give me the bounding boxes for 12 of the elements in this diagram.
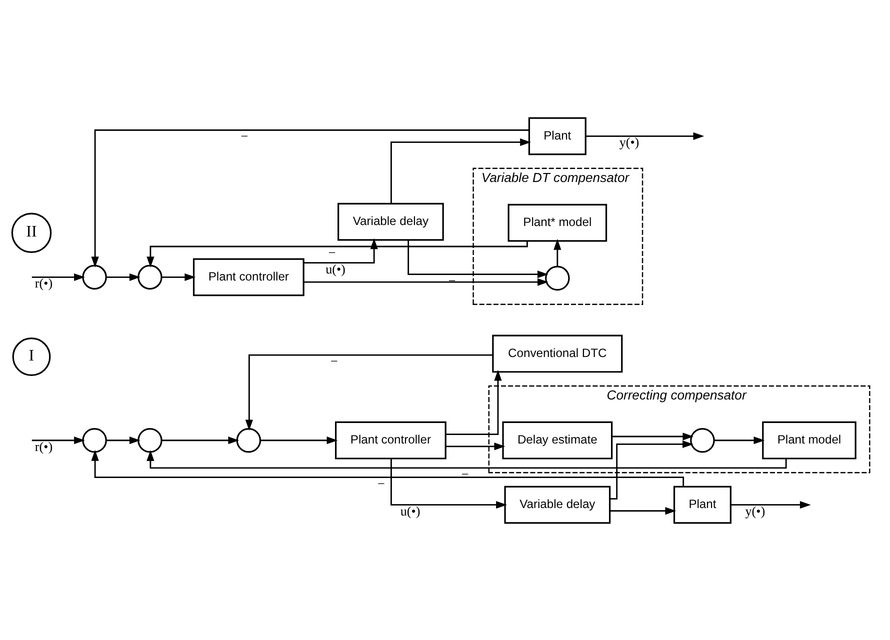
edge-label: u(•) bbox=[326, 260, 346, 276]
edge-label: − bbox=[328, 244, 336, 260]
edge-label: − bbox=[448, 272, 456, 288]
edge-label: − bbox=[461, 466, 469, 481]
edge-label: − bbox=[330, 353, 338, 368]
edge-label: y(•) bbox=[745, 502, 766, 518]
edge-label: − bbox=[240, 128, 248, 144]
edge-label: u(•) bbox=[400, 502, 420, 518]
edge-label: r(•) bbox=[34, 275, 53, 290]
edge-label: − bbox=[378, 475, 385, 490]
edge-label: y(•) bbox=[619, 134, 640, 150]
edge-label: r(•) bbox=[34, 438, 53, 454]
